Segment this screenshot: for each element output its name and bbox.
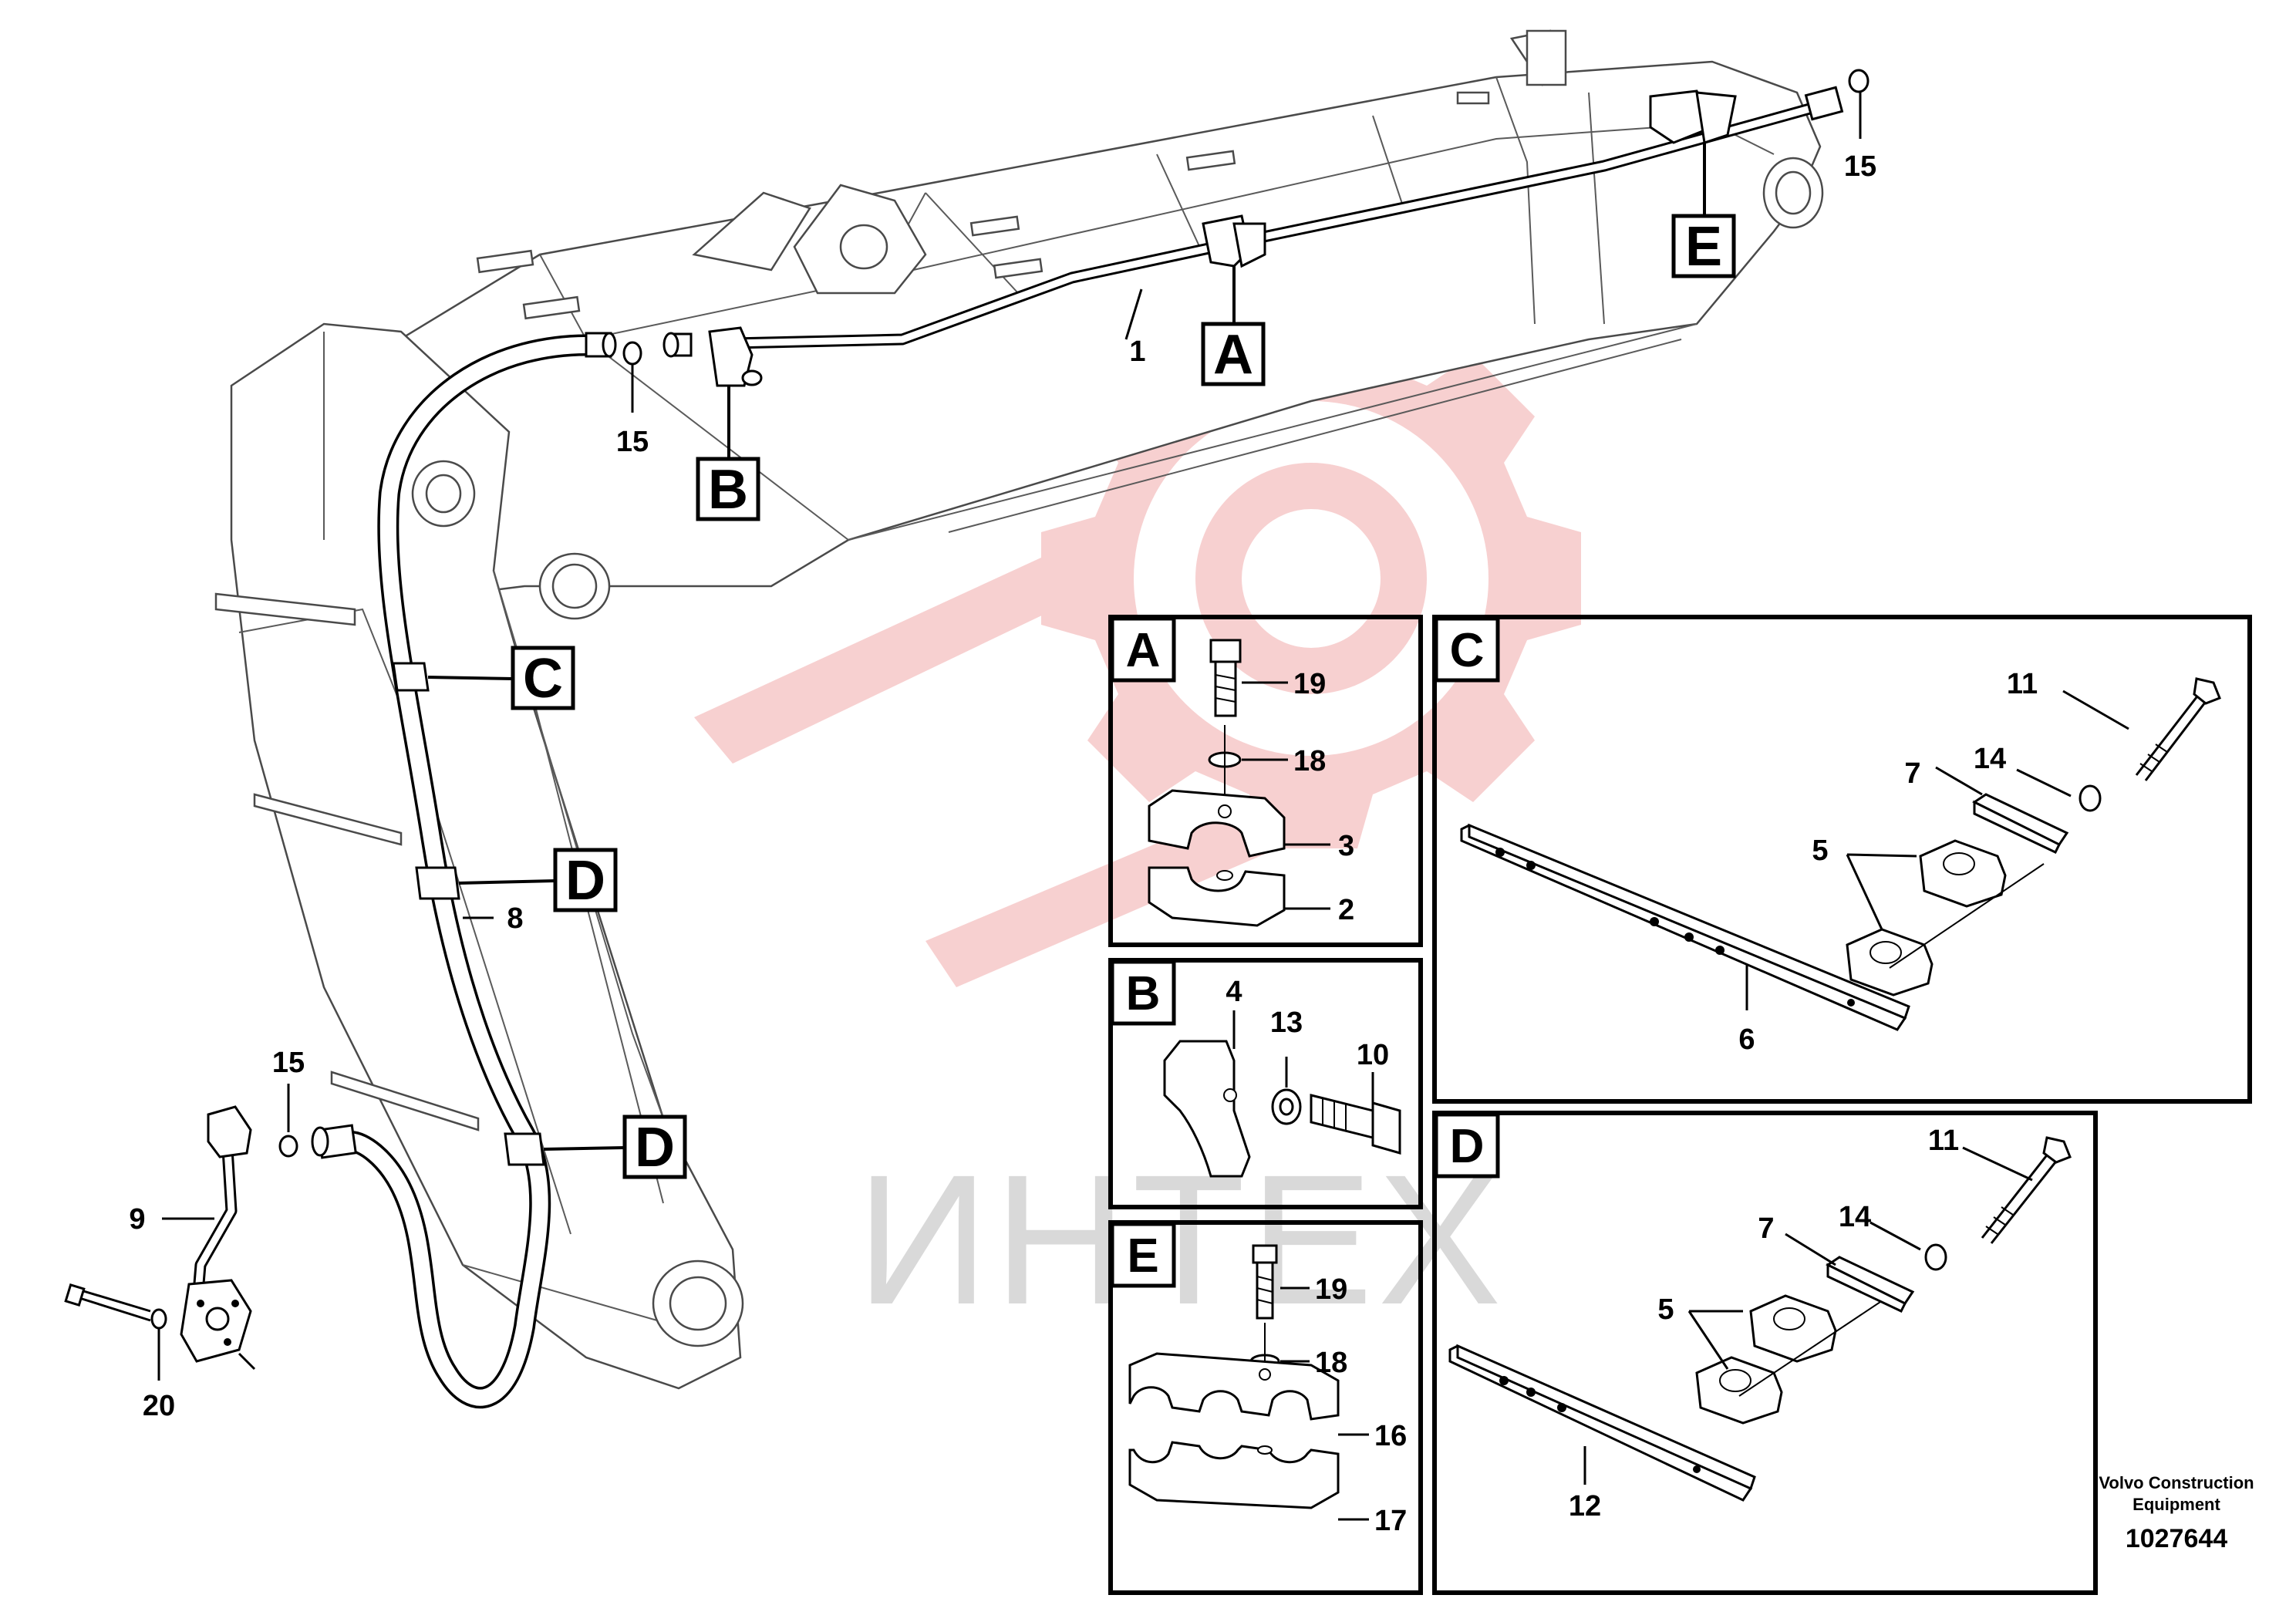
svg-text:D: D — [565, 850, 605, 912]
detail-D-part-12: 12 — [1569, 1490, 1601, 1523]
detail-C-part-5: 5 — [1812, 835, 1828, 867]
detail-D-part-14: 14 — [1839, 1201, 1871, 1233]
detail-A-part-3: 3 — [1338, 830, 1354, 862]
svg-text:C: C — [1450, 624, 1485, 677]
callout-D-upper: D — [553, 848, 618, 912]
part-label-8: 8 — [507, 902, 523, 935]
callout-C: C — [511, 646, 575, 710]
detail-B-part-13: 13 — [1270, 1007, 1303, 1039]
detail-C-part-11: 11 — [2007, 668, 2038, 700]
hydraulic-lines — [64, 69, 1870, 1409]
footer-drawing-number: 1027644 — [2126, 1524, 2227, 1553]
detail-E-part-16: 16 — [1374, 1420, 1407, 1452]
part-label-9: 9 — [129, 1203, 145, 1236]
watermark-text: ИНТЕХ — [856, 1136, 1506, 1343]
part-label-20: 20 — [143, 1390, 175, 1422]
part-label-15-top: 15 — [616, 426, 649, 458]
callout-E: E — [1671, 214, 1736, 278]
svg-text:A: A — [1126, 624, 1161, 677]
detail-E-part-17: 17 — [1374, 1505, 1407, 1537]
detail-panel-D: D 11 14 7 5 12 — [1432, 1111, 2098, 1595]
detail-D-part-5: 5 — [1657, 1293, 1674, 1326]
detail-E-part-18: 18 — [1315, 1347, 1347, 1379]
detail-C-part-7: 7 — [1904, 757, 1920, 790]
svg-text:B: B — [1126, 967, 1161, 1020]
detail-C-part-14: 14 — [1974, 743, 2006, 775]
leader-lines-main — [157, 91, 1862, 1381]
detail-E-part-19: 19 — [1315, 1273, 1347, 1306]
svg-text:D: D — [1450, 1120, 1485, 1173]
detail-D-part-11: 11 — [1928, 1125, 1959, 1157]
watermark-gear-logo — [694, 309, 1581, 987]
footer-company-line1: Volvo Construction — [2099, 1473, 2254, 1492]
detail-C-part-6: 6 — [1738, 1023, 1755, 1056]
detail-A-part-19: 19 — [1293, 668, 1326, 700]
footer-block: Volvo Construction Equipment 1027644 — [2099, 1473, 2254, 1553]
detail-panel-B: B 4 13 10 — [1108, 958, 1423, 1209]
svg-text:A: A — [1213, 324, 1253, 386]
svg-text:D: D — [635, 1117, 675, 1179]
part-label-15-pipe-end: 15 — [1844, 150, 1876, 183]
detail-B-part-10: 10 — [1357, 1039, 1389, 1071]
callout-D-lower: D — [622, 1114, 687, 1179]
callout-A: A — [1201, 322, 1266, 386]
detail-A-part-2: 2 — [1338, 894, 1354, 926]
footer-company-line2: Equipment — [2132, 1495, 2220, 1514]
detail-panel-A: A 19 18 3 2 — [1108, 615, 1423, 947]
svg-text:C: C — [523, 648, 563, 710]
svg-text:B: B — [708, 459, 748, 521]
svg-text:E: E — [1685, 216, 1722, 278]
svg-text:E: E — [1127, 1229, 1158, 1283]
detail-B-part-4: 4 — [1226, 976, 1242, 1008]
detail-D-part-7: 7 — [1758, 1212, 1774, 1245]
part-label-15-bottom: 15 — [272, 1047, 305, 1079]
callout-B: B — [696, 457, 760, 521]
detail-panel-E: E 19 18 16 17 — [1108, 1220, 1423, 1595]
part-label-1: 1 — [1129, 336, 1145, 368]
detail-panel-C: C 11 14 7 5 6 — [1432, 615, 2252, 1104]
detail-A-part-18: 18 — [1293, 745, 1326, 777]
